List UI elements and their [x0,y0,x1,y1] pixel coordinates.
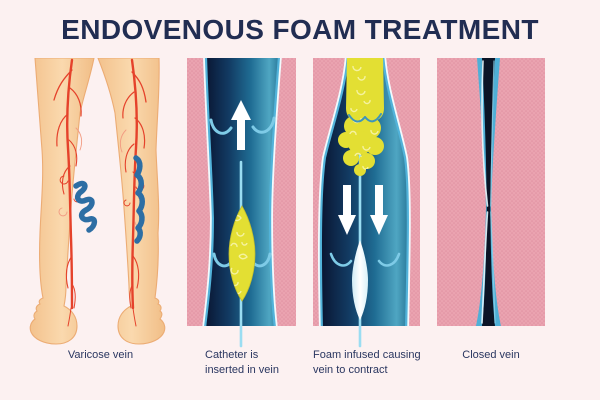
down-arrow-icon [338,185,356,235]
right-leg [97,58,166,345]
varicose-cluster-right [133,155,145,244]
panel-foam-infusion [313,58,420,350]
caption-line: vein to contract [313,364,388,376]
artery-tree-left-light [58,127,83,217]
caption-foam-infusion: Foam infused causing vein to contract [313,348,431,378]
varicose-cluster-left [73,180,98,233]
panel-closed-vein [437,58,545,350]
caption-line: Foam infused causing [313,349,421,361]
foam-bolus [228,205,256,302]
panel-catheter-insertion [187,58,296,350]
artery-tree-left [53,58,82,327]
vein-cross-section-foam [313,58,420,348]
caption-varicose-vein: Varicose vein [28,348,173,363]
caption-closed-vein: Closed vein [437,348,545,363]
foam-texture [349,65,379,170]
vein-highlights [481,60,496,324]
vein-interior [322,58,407,326]
throat-valves [348,113,382,123]
vein-cross-section-catheter [187,58,296,348]
closed-vein-illustration [437,58,545,326]
caption-line: Catheter is [205,349,259,361]
page-title: ENDOVENOUS FOAM TREATMENT [61,14,539,45]
caption-line: Varicose vein [67,349,134,361]
down-arrow-icon [370,185,388,235]
panel-varicose-legs [28,58,173,348]
caption-line: inserted in vein [205,364,279,376]
caption-line: Closed vein [462,349,520,361]
caption-catheter-insertion: Catheter is inserted in vein [205,348,315,378]
catheter-tip [352,240,368,320]
varicose-legs-illustration [29,58,166,345]
vein-valves [329,252,401,267]
up-arrow-icon [231,100,251,150]
